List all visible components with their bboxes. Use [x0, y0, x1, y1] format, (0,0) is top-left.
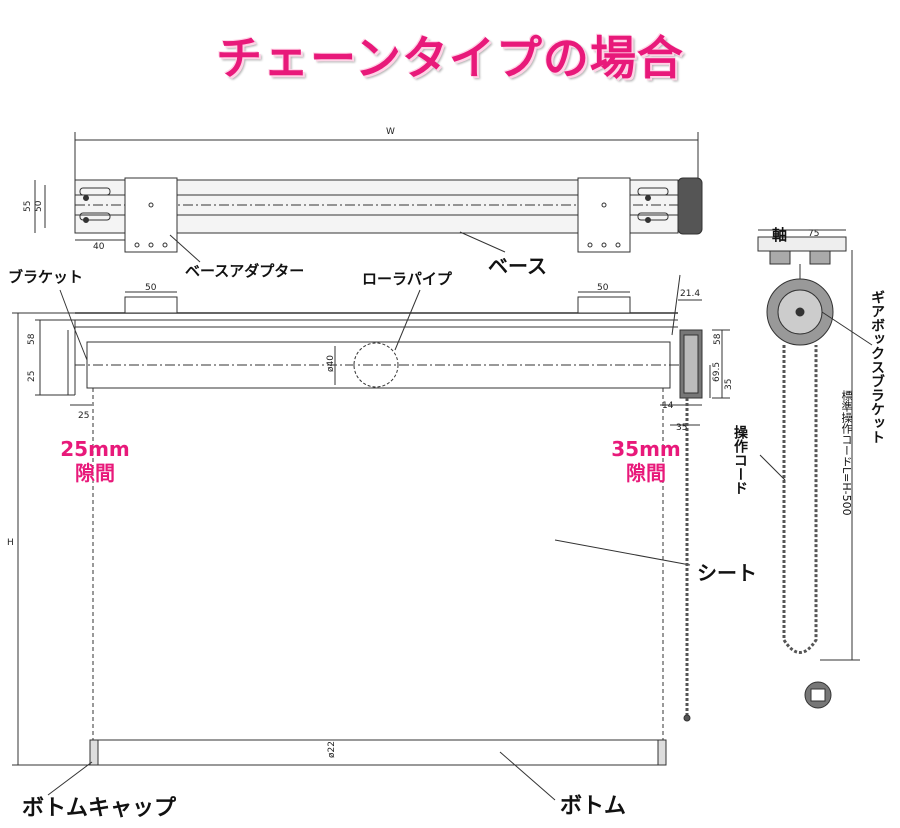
label-shaft: 軸	[772, 226, 788, 244]
dim-58-left: 58	[27, 333, 37, 345]
dim-58-right: 58	[713, 333, 723, 345]
dim-55: 55	[23, 201, 33, 212]
dim-25-left: 25	[27, 371, 37, 382]
right-gap-text: 隙間	[626, 461, 666, 485]
top-view	[34, 132, 703, 263]
operation-chain	[683, 398, 691, 722]
label-base: ベース	[488, 254, 547, 278]
dim-21-4: 21.4	[680, 289, 700, 299]
dim-50-right: 50	[597, 283, 609, 293]
right-gap-value: 35mm	[611, 437, 681, 461]
front-view	[12, 274, 730, 801]
dim-35-right: 35	[724, 379, 734, 390]
label-standard-cord: 標準操作コードL=H-500	[840, 390, 853, 516]
right-gap-note: 35mm 隙間	[606, 437, 686, 485]
dim-69-5: 69.5	[712, 362, 722, 382]
label-bracket: ブラケット	[8, 268, 84, 286]
dim-phi40: ø40	[326, 355, 336, 372]
label-base-adapter: ベースアダプター	[185, 262, 305, 280]
page-title: チェーンタイプの場合	[216, 31, 684, 85]
label-bottom-cap: ボトムキャップ	[22, 796, 177, 821]
dim-35-bottom: 35	[676, 423, 687, 433]
left-gap-value: 25mm	[60, 437, 130, 461]
dim-75: 75	[808, 229, 819, 239]
dim-w: W	[386, 127, 395, 137]
side-view	[757, 229, 873, 709]
left-gap-text: 隙間	[75, 461, 115, 485]
dim-14: 14	[662, 401, 674, 411]
label-roller-pipe: ローラパイプ	[362, 270, 452, 288]
label-operation-cord: 操作コード	[732, 425, 748, 495]
dim-h: H	[7, 538, 14, 548]
label-gearbox-bracket: ギアボックスブラケット	[869, 290, 885, 444]
dim-40: 40	[93, 242, 105, 252]
left-gap-note: 25mm 隙間	[55, 437, 135, 485]
dim-phi22: ø22	[327, 741, 337, 758]
label-sheet: シート	[697, 561, 757, 585]
dim-50-left: 50	[145, 283, 157, 293]
label-bottom: ボトム	[560, 794, 627, 819]
dim-25-bottom: 25	[78, 411, 89, 421]
dim-50a: 50	[34, 200, 44, 212]
